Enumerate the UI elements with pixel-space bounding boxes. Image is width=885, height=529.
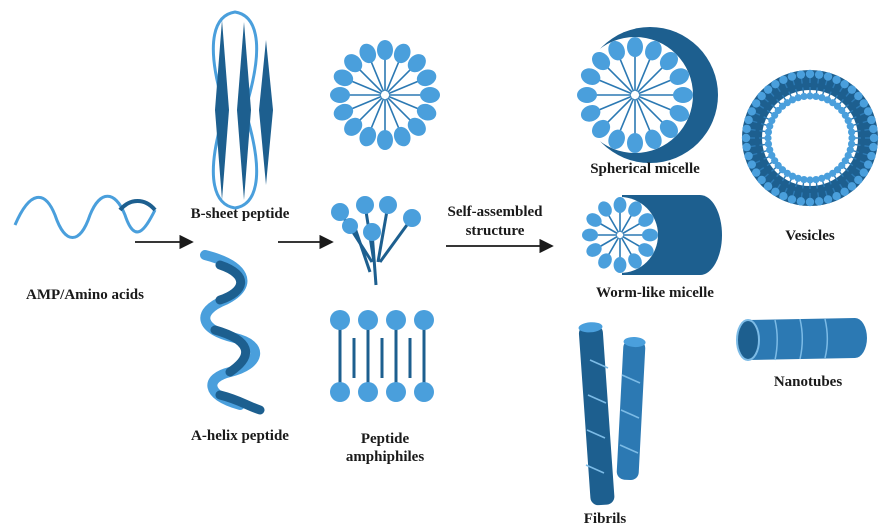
beta-sheet-label: B-sheet peptide: [170, 205, 310, 223]
spherical-micelle: [577, 27, 718, 163]
nanotube: [737, 318, 867, 360]
amino-acid-wave: [15, 196, 155, 237]
fibrils-label: Fibrils: [570, 510, 640, 528]
spherical-micelle-label: Spherical micelle: [565, 160, 725, 178]
vesicle: [742, 70, 878, 206]
self-assembled-label-line1: Self-assembled: [425, 203, 565, 221]
fibrils: [578, 321, 646, 505]
amphiphile-cluster: [331, 196, 421, 285]
worm-like-micelle: [582, 195, 722, 275]
amphiphile-bilayer: [330, 310, 434, 402]
peptide-amphiphiles-label-line1: Peptide: [325, 430, 445, 448]
self-assembled-label-line2: structure: [425, 222, 565, 240]
peptide-amphiphiles-label-line2: amphiphiles: [325, 448, 445, 466]
amp-label: AMP/Amino acids: [10, 286, 160, 304]
alpha-helix-peptide: [205, 255, 260, 410]
worm-like-micelle-label: Worm-like micelle: [570, 284, 740, 302]
vesicles-label: Vesicles: [765, 227, 855, 245]
alpha-helix-label: A-helix peptide: [170, 427, 310, 445]
micelle-cross-section: [330, 40, 440, 150]
beta-sheet-peptide: [213, 12, 273, 208]
nanotubes-label: Nanotubes: [758, 373, 858, 391]
